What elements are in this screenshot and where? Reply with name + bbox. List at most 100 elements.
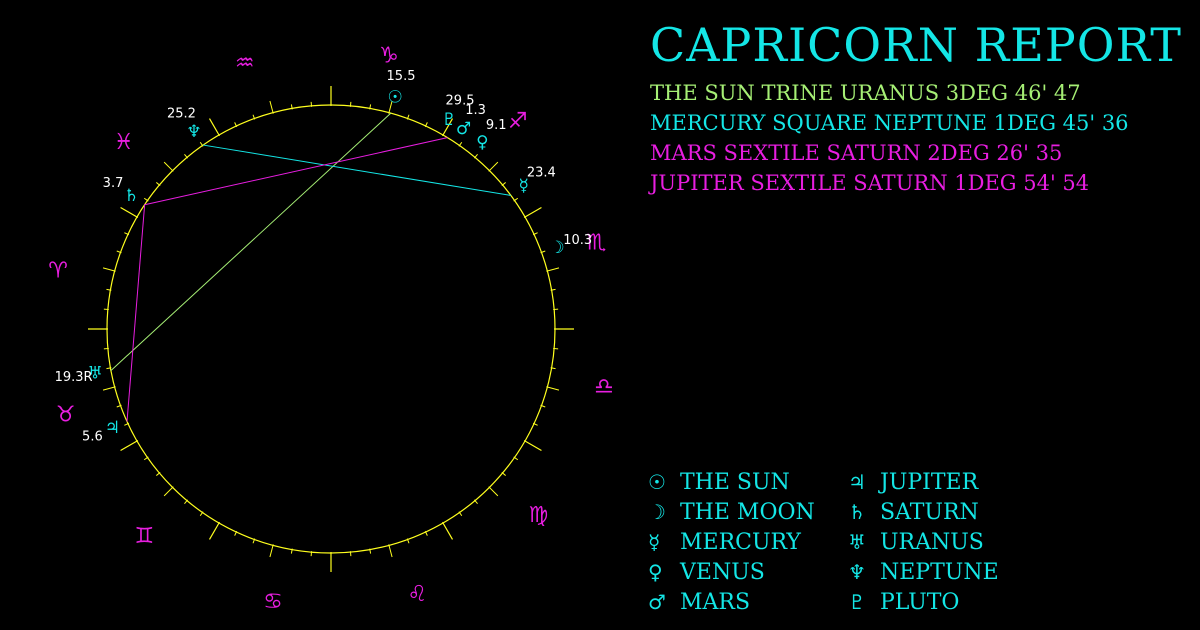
sun-icon: ☉ (388, 88, 403, 108)
wheel-tick (473, 154, 478, 159)
degree-label: 23.4 (527, 165, 556, 180)
aspect-lines (110, 112, 511, 422)
wheel-tick (513, 197, 519, 202)
aspect-line-mars-saturn: MARS SEXTILE SATURN 2DEG 26' 35 (650, 141, 1063, 165)
neptune-icon: ♆ (848, 560, 866, 584)
legend-item-jupiter: ♃ JUPITER (848, 467, 978, 497)
wheel-tick (388, 100, 393, 114)
wheel-tick (550, 288, 556, 291)
wheel-tick (269, 100, 274, 114)
planet-markers: ☉15.5♇29.5♂1.3♀9.1☿23.4☽10.3♃5.6♅19.3R♄3… (55, 69, 593, 445)
sagittarius-icon: ♐ (508, 109, 528, 134)
pluto-icon: ♇ (442, 110, 457, 130)
cancer-icon: ♋ (263, 589, 283, 614)
wheel-tick (488, 161, 499, 172)
wheel-tick (290, 104, 293, 110)
wheel-tick (163, 486, 174, 497)
jupiter-icon: ♃ (105, 418, 120, 438)
wheel-tick (540, 250, 546, 254)
legend-label: JUPITER (880, 470, 979, 495)
saturn-icon: ♄ (124, 186, 139, 206)
wheel-tick (269, 544, 274, 558)
pisces-icon: ♓ (114, 130, 134, 155)
wheel-tick (424, 122, 428, 128)
wheel-tick (124, 422, 130, 426)
wheel-circle (106, 104, 556, 554)
capricorn-icon: ♑ (379, 44, 399, 69)
wheel-tick (102, 386, 116, 391)
legend-label: URANUS (880, 530, 984, 555)
pluto-icon: ♇ (848, 590, 866, 614)
wheel-tick (143, 197, 149, 202)
wheel-tick (424, 530, 428, 536)
legend-label: MARS (680, 590, 751, 615)
zodiac-wheel: ♑♐♏♎♍♌♋♊♉♈♓♒ ☉15.5♇29.5♂1.3♀9.1☿23.4☽10.… (48, 44, 614, 615)
taurus-icon: ♉ (56, 403, 76, 428)
wheel-tick (406, 538, 410, 544)
legend-label: THE MOON (680, 500, 815, 525)
degree-label: 19.3R (55, 370, 93, 385)
gemini-icon: ♊ (134, 524, 154, 549)
neptune-icon: ♆ (186, 122, 201, 142)
wheel-tick (208, 118, 221, 137)
scorpio-icon: ♏ (586, 230, 606, 255)
legend-label: NEPTUNE (880, 560, 999, 585)
degree-label: 25.2 (167, 106, 196, 121)
wheel-tick (234, 122, 238, 128)
aries-icon: ♈ (48, 258, 68, 283)
wheel-tick (208, 521, 221, 540)
legend-label: SATURN (880, 500, 979, 525)
aspect-line-sun-uranus (110, 112, 392, 371)
aspect-line-jupiter-saturn (126, 204, 146, 422)
wheel-tick (120, 439, 139, 452)
mercury-icon: ☿ (648, 530, 661, 554)
legend-item-neptune: ♆ NEPTUNE (848, 557, 999, 587)
wheel-tick (290, 548, 293, 554)
wheel-tick (458, 511, 463, 517)
aspect-line-jupiter-saturn: JUPITER SEXTILE SATURN 1DEG 54' 54 (650, 171, 1090, 195)
wheel-tick (513, 456, 519, 461)
degree-label: 9.1 (486, 118, 507, 133)
zodiac-signs: ♑♐♏♎♍♌♋♊♉♈♓♒ (48, 44, 614, 615)
wheel-tick (116, 250, 122, 254)
wheel-tick (252, 114, 256, 120)
wheel-tick (523, 439, 542, 452)
wheel-tick (184, 499, 189, 504)
aspect-line-mercury-neptune: MERCURY SQUARE NEPTUNE 1DEG 45' 36 (650, 111, 1129, 135)
sun-icon: ☉ (648, 470, 666, 494)
wheel-tick (156, 471, 161, 476)
legend-label: MERCURY (680, 530, 801, 555)
mars-icon: ♂ (648, 590, 666, 614)
wheel-tick (102, 267, 116, 272)
legend-item-mars: ♂ MARS (648, 587, 750, 617)
legend-item-pluto: ♇ PLUTO (848, 587, 959, 617)
legend-label: PLUTO (880, 590, 960, 615)
wheel-tick (116, 404, 122, 408)
degree-label: 15.5 (387, 69, 416, 84)
legend-label: VENUS (680, 560, 765, 585)
wheel-tick (406, 114, 410, 120)
degree-label: 29.5 (446, 93, 475, 108)
degree-label: 10.3 (563, 233, 592, 248)
wheel-tick (546, 386, 560, 391)
jupiter-icon: ♃ (848, 470, 866, 494)
saturn-icon: ♄ (848, 500, 866, 524)
wheel-tick (388, 544, 393, 558)
wheel-tick (473, 499, 478, 504)
libra-icon: ♎ (594, 375, 614, 400)
wheel-tick (523, 206, 542, 219)
wheel-tick (163, 161, 174, 172)
wheel-tick (252, 538, 256, 544)
uranus-icon: ♅ (88, 364, 103, 384)
aspect-line-mercury-neptune (203, 144, 511, 196)
wheel-tick (369, 104, 372, 110)
moon-icon: ☽ (648, 500, 666, 524)
legend-item-venus: ♀VENUS (648, 557, 765, 587)
wheel-tick (501, 182, 506, 187)
wheel-ticks (88, 86, 574, 572)
uranus-icon: ♅ (848, 530, 866, 554)
legend-item-mercury: ☿ MERCURY (648, 527, 801, 557)
wheel-tick (532, 422, 538, 426)
wheel-tick (106, 367, 112, 370)
wheel-tick (184, 154, 189, 159)
